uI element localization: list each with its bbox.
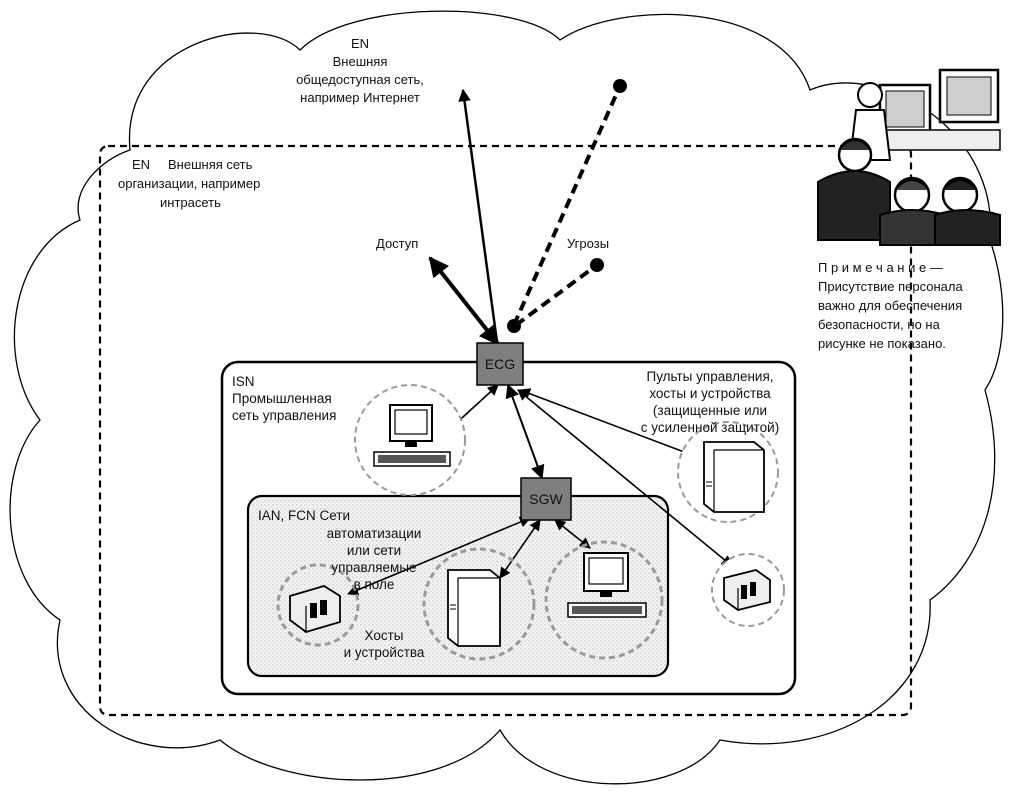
- access-arrow: [428, 256, 500, 346]
- link-ecg-device: [517, 389, 733, 567]
- ecg-node: ECG: [476, 342, 524, 386]
- consoles-line4: с усиленной защитой): [641, 420, 779, 435]
- consoles-line3: (защищенные или: [653, 403, 767, 418]
- hosts-line1: Хосты: [365, 628, 404, 643]
- intranet-boundary: [98, 144, 913, 717]
- ian-line5: в поле: [354, 577, 395, 592]
- ian-device-zone: [276, 563, 360, 647]
- en-intranet-line1: Внешняя сеть: [168, 157, 253, 172]
- note-line5: рисунке не показано.: [818, 336, 946, 351]
- threat-dot-far: [613, 79, 627, 93]
- consoles-line1: Пульты управления,: [646, 369, 773, 384]
- note-line2: Присутствие персонала: [818, 279, 963, 294]
- link-sgw-workstation: [554, 519, 591, 549]
- en-internet-line2: общедоступная сеть,: [296, 72, 424, 87]
- isn-line1: Промышленная: [232, 391, 332, 406]
- personnel-illustration: [817, 68, 1001, 246]
- threats-label: Угрозы: [567, 236, 609, 251]
- ian-workstation-icon: [567, 552, 647, 618]
- note-line1: П р и м е ч а н и е —: [818, 260, 943, 275]
- threat-dot-origin: [507, 319, 521, 333]
- en-intranet-title: EN: [132, 157, 150, 172]
- isn-title: ISN: [232, 374, 255, 389]
- en-internet-line1: Внешняя: [333, 54, 388, 69]
- threat-dot-near: [590, 258, 604, 272]
- isn-line2: сеть управления: [232, 408, 336, 423]
- sgw-label: SGW: [529, 491, 563, 507]
- ian-workstation-zone: [544, 540, 664, 660]
- note-line4: безопасности, но на: [818, 317, 941, 332]
- ian-line3: или сети: [347, 543, 401, 558]
- ian-server-zone: [422, 547, 536, 661]
- ian-line2: автоматизации: [327, 526, 422, 541]
- en-intranet-line2: организации, например: [118, 176, 260, 191]
- field-device-icon: [723, 569, 771, 611]
- en-intranet-line3: интрасеть: [160, 195, 221, 210]
- hosts-line2: и устройства: [344, 645, 425, 660]
- threat-line-2: [514, 263, 599, 327]
- ian-field-device-icon: [289, 585, 341, 633]
- access-label: Доступ: [376, 236, 418, 251]
- note-line3: важно для обеспечения: [818, 298, 962, 313]
- link-sgw-server: [499, 519, 541, 579]
- en-internet-title: EN: [351, 36, 369, 51]
- consoles-line2: хосты и устройства: [649, 386, 771, 401]
- internet-cloud: [9, 10, 1004, 785]
- sgw-node: SGW: [520, 477, 572, 521]
- ian-server-icon: [447, 569, 501, 647]
- ian-line4: управляемые: [331, 560, 416, 575]
- server-icon: [703, 441, 765, 513]
- threat-line-1: [512, 85, 622, 326]
- ian-line1: IAN, FCN Сети: [258, 508, 350, 523]
- workstation-icon: [373, 404, 451, 467]
- ecg-label: ECG: [485, 356, 515, 372]
- en-internet-line3: например Интернет: [300, 90, 420, 105]
